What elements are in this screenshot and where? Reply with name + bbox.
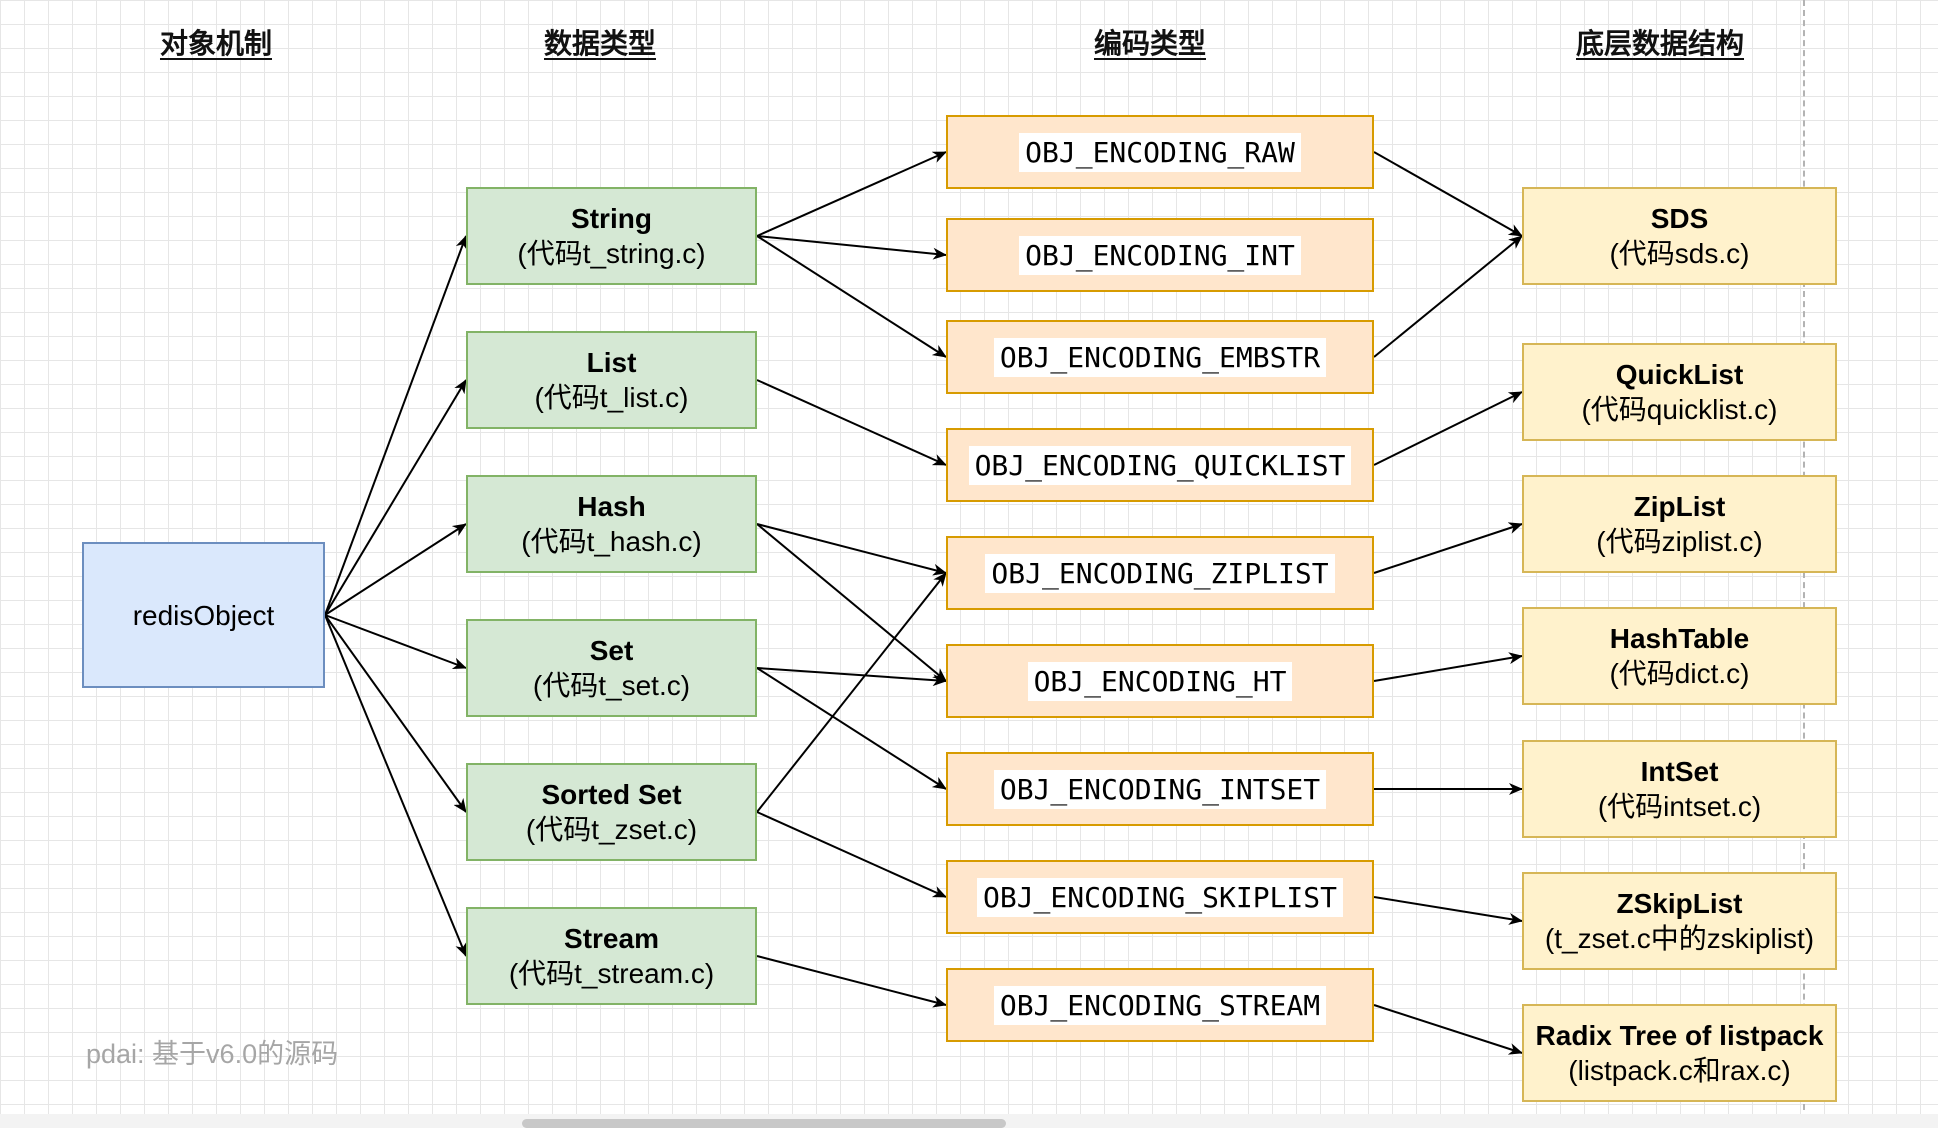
encoding-label: OBJ_ENCODING_SKIPLIST	[976, 877, 1343, 917]
encoding-label: OBJ_ENCODING_RAW	[1019, 132, 1301, 172]
edge-arrow	[756, 955, 947, 1008]
node-structure-zskiplist[interactable]: ZSkipList (t_zset.c中的zskiplist)	[1522, 872, 1837, 970]
node-encoding-ziplist[interactable]: OBJ_ENCODING_ZIPLIST	[946, 536, 1374, 610]
encoding-label: OBJ_ENCODING_INTSET	[993, 769, 1327, 809]
node-subtitle: (代码ziplist.c)	[1596, 526, 1763, 557]
edge-arrow	[1373, 652, 1523, 682]
edge-arrow	[756, 572, 947, 813]
node-title: QuickList	[1615, 359, 1744, 390]
node-subtitle: (代码t_zset.c)	[525, 814, 698, 845]
edge-arrow	[324, 614, 467, 957]
node-title: IntSet	[1640, 756, 1719, 787]
node-title: SDS	[1650, 203, 1709, 234]
node-datatype-hash[interactable]: Hash (代码t_hash.c)	[466, 475, 757, 573]
node-subtitle: (listpack.c和rax.c)	[1568, 1055, 1791, 1086]
encoding-label: OBJ_ENCODING_EMBSTR	[993, 337, 1327, 377]
edge-arrow	[756, 667, 947, 790]
node-structure-quicklist[interactable]: QuickList (代码quicklist.c)	[1522, 343, 1837, 441]
horizontal-scrollbar[interactable]	[522, 1119, 1006, 1128]
node-title: Hash	[577, 491, 646, 522]
node-structure-sds[interactable]: SDS (代码sds.c)	[1522, 187, 1837, 285]
node-subtitle: (代码dict.c)	[1609, 658, 1750, 689]
edge-arrow	[756, 379, 947, 466]
node-datatype-sorted-set[interactable]: Sorted Set (代码t_zset.c)	[466, 763, 757, 861]
node-subtitle: (代码t_hash.c)	[521, 526, 702, 557]
node-title: ZSkipList	[1616, 888, 1743, 919]
node-structure-hashtable[interactable]: HashTable (代码dict.c)	[1522, 607, 1837, 705]
edge-arrow	[1373, 391, 1523, 466]
node-title: Stream	[564, 923, 659, 954]
encoding-label: OBJ_ENCODING_HT	[1027, 661, 1293, 701]
encoding-label: OBJ_ENCODING_ZIPLIST	[985, 553, 1335, 593]
edge-arrow	[1373, 1004, 1523, 1055]
edge-arrow	[324, 614, 467, 670]
edge-arrow	[756, 667, 947, 687]
node-subtitle: (代码t_set.c)	[532, 670, 691, 701]
node-encoding-skiplist[interactable]: OBJ_ENCODING_SKIPLIST	[946, 860, 1374, 934]
edge-arrow	[756, 523, 947, 682]
edge-arrow	[756, 151, 947, 237]
node-encoding-quicklist[interactable]: OBJ_ENCODING_QUICKLIST	[946, 428, 1374, 502]
node-datatype-list[interactable]: List (代码t_list.c)	[466, 331, 757, 429]
header-encoding-type: 编码类型	[1093, 28, 1207, 59]
edge-arrow	[756, 235, 947, 260]
node-subtitle: (代码intset.c)	[1597, 791, 1762, 822]
encoding-label: OBJ_ENCODING_STREAM	[993, 985, 1327, 1025]
node-encoding-int[interactable]: OBJ_ENCODING_INT	[946, 218, 1374, 292]
node-title: String	[571, 203, 652, 234]
header-underlying-structure: 底层数据结构	[1575, 28, 1745, 59]
edge-arrow	[756, 235, 947, 358]
encoding-label: OBJ_ENCODING_QUICKLIST	[968, 445, 1352, 485]
node-encoding-ht[interactable]: OBJ_ENCODING_HT	[946, 644, 1374, 718]
encoding-label: OBJ_ENCODING_INT	[1019, 235, 1301, 275]
node-title: Radix Tree of listpack	[1535, 1020, 1824, 1051]
edge-arrow	[756, 811, 947, 898]
node-redisobject[interactable]: redisObject	[82, 542, 325, 688]
edge-arrow	[324, 235, 468, 616]
edge-arrow	[1373, 522, 1523, 574]
node-structure-intset[interactable]: IntSet (代码intset.c)	[1522, 740, 1837, 838]
node-subtitle: (代码t_stream.c)	[508, 958, 715, 989]
node-title: ZipList	[1633, 491, 1726, 522]
edge-arrow	[1373, 151, 1523, 237]
node-structure-ziplist[interactable]: ZipList (代码ziplist.c)	[1522, 475, 1837, 573]
node-label: redisObject	[132, 599, 275, 631]
header-data-type: 数据类型	[543, 28, 657, 59]
node-title: Set	[589, 635, 634, 666]
header-object-mechanism: 对象机制	[159, 28, 273, 59]
node-datatype-set[interactable]: Set (代码t_set.c)	[466, 619, 757, 717]
node-subtitle: (代码t_list.c)	[534, 382, 689, 413]
edge-arrow	[324, 379, 467, 616]
node-encoding-intset[interactable]: OBJ_ENCODING_INTSET	[946, 752, 1374, 826]
edge-arrow	[1373, 896, 1523, 925]
node-subtitle: (代码t_string.c)	[517, 238, 706, 269]
watermark-text: pdai: 基于v6.0的源码	[86, 1039, 339, 1069]
node-structure-radix-tree-listpack[interactable]: Radix Tree of listpack (listpack.c和rax.c…	[1522, 1004, 1837, 1102]
node-encoding-stream[interactable]: OBJ_ENCODING_STREAM	[946, 968, 1374, 1042]
node-title: Sorted Set	[541, 779, 682, 810]
node-encoding-embstr[interactable]: OBJ_ENCODING_EMBSTR	[946, 320, 1374, 394]
edge-arrow	[756, 523, 947, 576]
node-subtitle: (t_zset.c中的zskiplist)	[1544, 923, 1815, 954]
node-encoding-raw[interactable]: OBJ_ENCODING_RAW	[946, 115, 1374, 189]
node-datatype-stream[interactable]: Stream (代码t_stream.c)	[466, 907, 757, 1005]
edge-arrow	[1373, 235, 1523, 358]
node-subtitle: (代码sds.c)	[1609, 238, 1750, 269]
node-title: List	[586, 347, 637, 378]
edge-arrow	[324, 614, 467, 813]
node-datatype-string[interactable]: String (代码t_string.c)	[466, 187, 757, 285]
node-title: HashTable	[1609, 623, 1750, 654]
node-subtitle: (代码quicklist.c)	[1581, 394, 1778, 425]
edge-arrow	[324, 523, 467, 616]
